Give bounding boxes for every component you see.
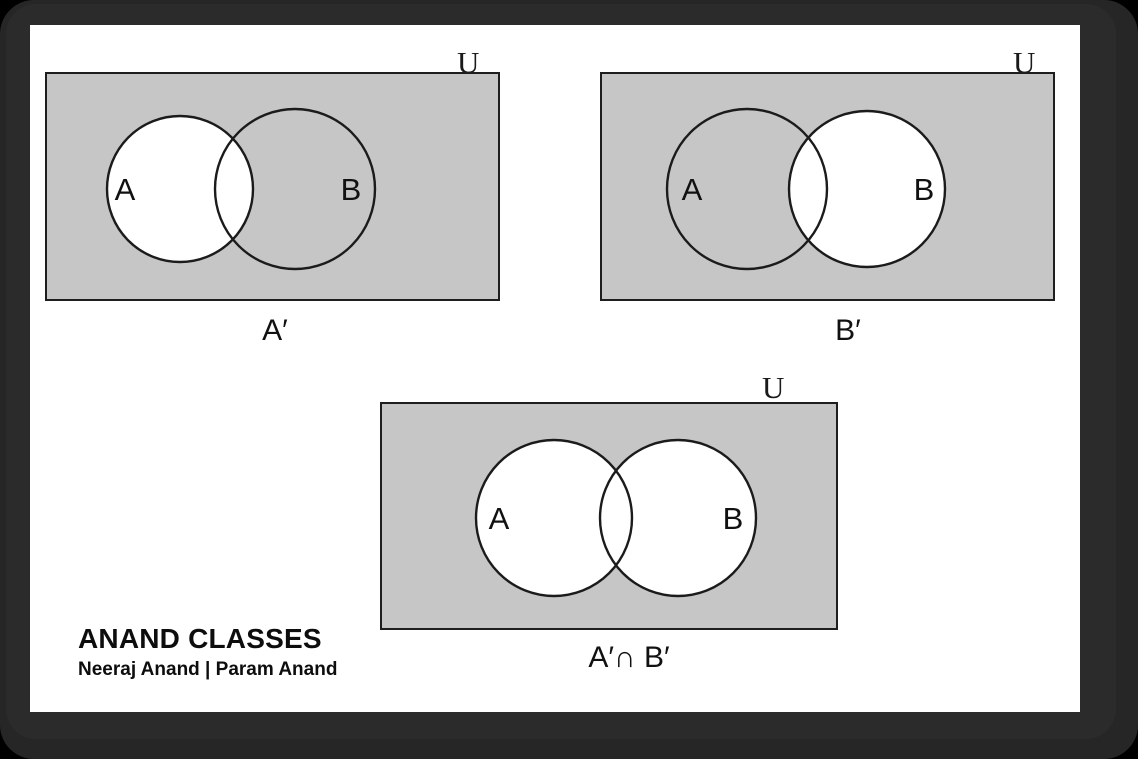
figure-caption: A′ — [262, 314, 288, 347]
venn-figure-a-complement-intersect-b-complement: U A B A′∩ B′ — [350, 370, 838, 680]
circle-a-outline — [665, 107, 829, 271]
venn-diagram-a-complement: A B — [105, 107, 377, 271]
universe-rectangle: A B — [380, 402, 838, 630]
circle-a-outline — [105, 114, 255, 264]
circle-b-outline — [598, 438, 758, 598]
venn-figure-a-complement: U A B A′ — [45, 45, 520, 347]
circle-a-outline — [474, 438, 634, 598]
circle-b-outline — [213, 107, 377, 271]
universe-label: U — [762, 370, 785, 405]
slide-page: U A B A′ — [30, 25, 1080, 712]
circle-a-region — [667, 109, 827, 269]
venn-diagram-b-complement: A B — [665, 107, 947, 271]
circle-b-label: B — [723, 501, 744, 536]
circle-b-label: B — [914, 172, 935, 207]
circle-b-region — [789, 111, 945, 267]
circle-b-outline — [787, 109, 947, 269]
figure-caption: A′∩ B′ — [588, 641, 670, 674]
branding-block: ANAND CLASSES Neeraj Anand | Param Anand — [78, 624, 498, 680]
circle-a-label: A — [489, 501, 510, 536]
universe-rectangle: A B — [45, 72, 500, 301]
figure-caption: B′ — [835, 314, 861, 347]
circle-a-region — [476, 440, 632, 596]
circle-b-region — [215, 109, 375, 269]
universe-label: U — [1013, 45, 1036, 80]
venn-diagram-a-complement-intersect-b-complement: A B — [474, 438, 758, 598]
circle-b-label: B — [341, 172, 362, 207]
circle-a-region — [107, 116, 253, 262]
circle-a-label: A — [115, 172, 136, 207]
circle-a-label: A — [682, 172, 703, 207]
universe-label: U — [457, 45, 480, 80]
circle-b-region — [600, 440, 756, 596]
brand-subtitle: Neeraj Anand | Param Anand — [78, 659, 338, 681]
brand-title: ANAND CLASSES — [78, 623, 322, 654]
venn-figure-b-complement: U A B B′ — [600, 45, 1070, 347]
universe-rectangle: A B — [600, 72, 1055, 301]
